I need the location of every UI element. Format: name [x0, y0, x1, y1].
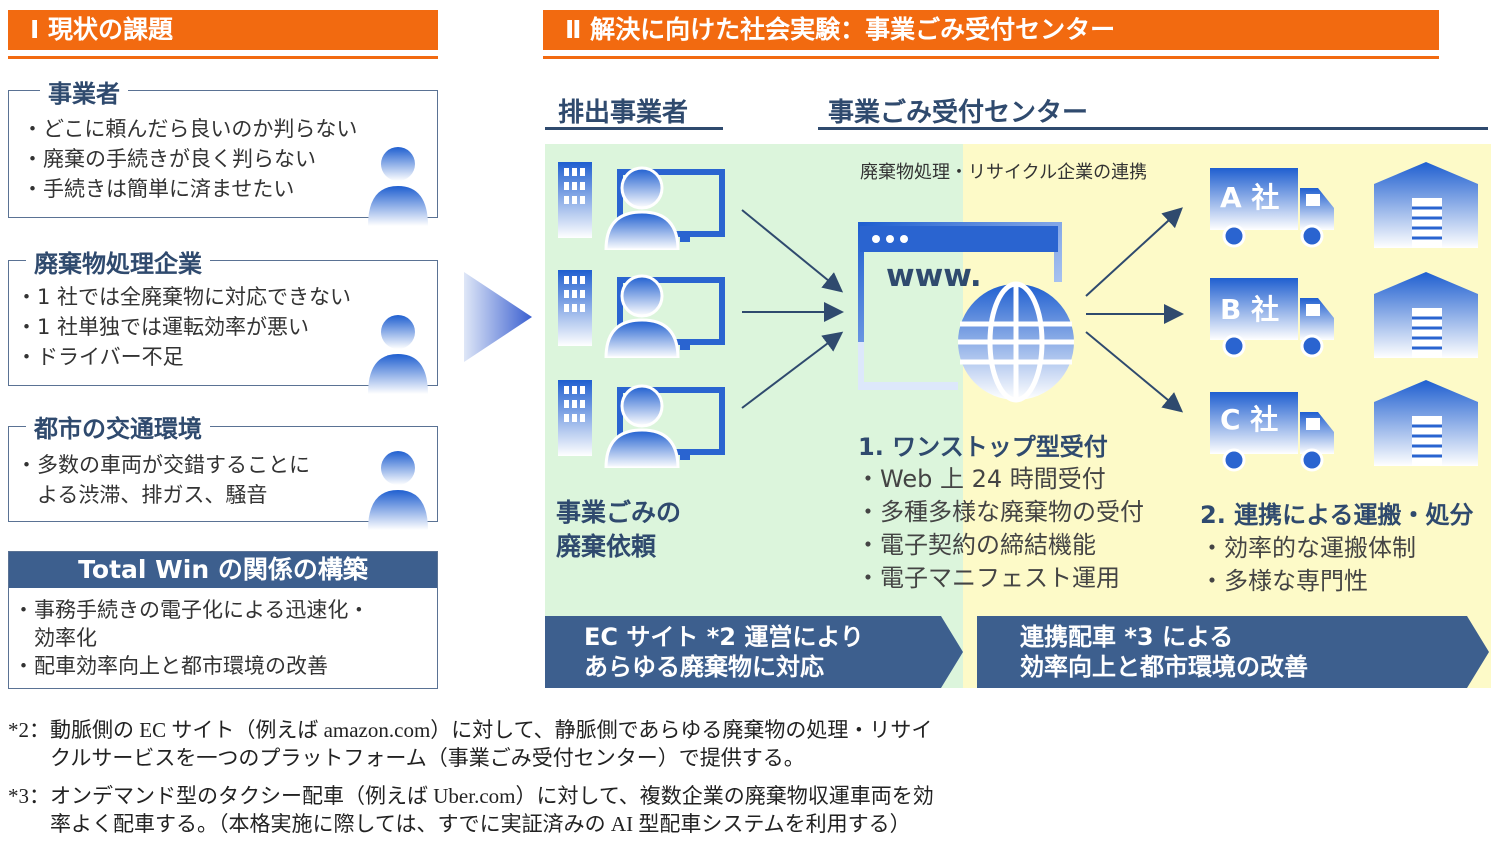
partnership-caption: 廃棄物処理・リサイクル企業の連携 — [860, 162, 1148, 183]
column-underline-center — [818, 127, 1488, 130]
web-browser-icon — [858, 222, 1062, 390]
column-underline-emitters — [545, 127, 723, 130]
function1-item: ・多種多様な廃棄物の受付 — [856, 498, 1144, 526]
flow-arrow-in — [741, 209, 844, 293]
truck-icon — [1210, 392, 1334, 472]
disposal-request-text: 事業ごみの 廃棄依頼 — [556, 496, 681, 564]
footnote-line: 率よく配車する。（本格実施に際しては、すでに実証済みの AI 型配車システムを利… — [8, 812, 911, 836]
banner-left-shape — [545, 616, 963, 688]
right-section-title: Ⅱ 解決に向けた社会実験：事業ごみ受付センター — [565, 15, 1116, 44]
issue-box-business — [8, 90, 438, 218]
issue-item: ・多数の車両が交錯することに — [16, 453, 310, 477]
business-emitter-icon — [558, 380, 725, 468]
banner-left-line: あらゆる廃棄物に対応 — [584, 653, 824, 681]
issue-item: よる渋滞、排ガス、騒音 — [16, 483, 268, 507]
function2-item: ・効率的な運搬体制 — [1200, 534, 1416, 562]
flow-arrow-out — [1085, 331, 1184, 413]
total-win-item: ・事務手続きの電子化による迅速化・ — [13, 598, 370, 622]
banner-right-line: 効率向上と都市環境の改善 — [1020, 653, 1308, 681]
function2-item: ・多様な専門性 — [1200, 567, 1368, 595]
total-win-box: Total Win の関係の構築 ・事務手続きの電子化による迅速化・ 効率化 ・… — [8, 551, 438, 689]
company-label-b: B 社 — [1220, 293, 1280, 326]
footnote-line: *2：動脈側の EC サイト（例えば amazon.com）に対して、静脈側であ… — [8, 718, 933, 742]
issue-title-traffic: 都市の交通環境 — [26, 414, 210, 444]
left-section-header: Ⅰ 現状の課題 — [8, 10, 438, 50]
banner-right-shape — [977, 616, 1489, 688]
flow-arrows — [741, 207, 1184, 413]
globe-icon — [958, 281, 1074, 403]
warehouse-icon — [1374, 380, 1478, 466]
issue-item: ・手続きは簡単に済ませたい — [22, 177, 295, 201]
function1-list: ・Web 上 24 時間受付 ・多種多様な廃棄物の受付 ・電子契約の締結機能 ・… — [856, 463, 1144, 595]
warehouse-icon — [1374, 162, 1478, 248]
truck-icon — [1210, 278, 1334, 358]
right-header-underline — [543, 56, 1439, 59]
right-section-header: Ⅱ 解決に向けた社会実験：事業ごみ受付センター — [543, 10, 1439, 50]
function1-item: ・電子マニフェスト運用 — [856, 564, 1120, 592]
issue-item: ・どこに頼んだら良いのか判らない — [22, 117, 358, 141]
total-win-item: ・配車効率向上と都市環境の改善 — [13, 654, 328, 678]
person-icon — [368, 315, 428, 394]
total-win-list: ・事務手続きの電子化による迅速化・ 効率化 ・配車効率向上と都市環境の改善 — [9, 588, 437, 680]
function1-item: ・Web 上 24 時間受付 — [856, 465, 1106, 493]
issue-list-business: ・どこに頼んだら良いのか判らない ・廃棄の手続きが良く判らない ・手続きは簡単に… — [22, 114, 357, 204]
disposal-request-line: 事業ごみの — [556, 498, 682, 527]
warehouse-icon — [1374, 272, 1478, 358]
function1-item: ・電子契約の締結機能 — [856, 531, 1096, 559]
company-label-c: C 社 — [1220, 403, 1279, 436]
issue-item: ・1 社では全廃棄物に対応できない — [16, 285, 352, 309]
left-section-title: Ⅰ 現状の課題 — [30, 15, 174, 44]
banner-left-text: EC サイト *2 運営により あらゆる廃棄物に対応 — [584, 622, 864, 682]
issue-list-traffic: ・多数の車両が交錯することに よる渋滞、排ガス、騒音 — [16, 450, 310, 510]
business-emitter-icon — [558, 270, 725, 358]
issue-box-waste-company — [8, 260, 438, 386]
banner-left-line: EC サイト *2 運営により — [584, 623, 864, 651]
www-label: www. — [886, 258, 982, 294]
banner-right-text: 連携配車 *3 による 効率向上と都市環境の改善 — [1020, 622, 1308, 682]
banner-right-line: 連携配車 *3 による — [1020, 623, 1234, 651]
issue-list-waste-company: ・1 社では全廃棄物に対応できない ・1 社単独では運転効率が悪い ・ドライバー… — [16, 282, 351, 372]
truck-icon — [1210, 168, 1334, 248]
person-icon — [368, 451, 428, 530]
person-icon — [368, 147, 428, 226]
flow-arrow-out — [1085, 207, 1183, 297]
footnote-3: *3：オンデマンド型のタクシー配車（例えば Uber.com）に対して、複数企業… — [8, 782, 934, 838]
flow-arrow-in — [741, 331, 844, 409]
footnote-line: クルサービスを一つのプラットフォーム（事業ごみ受付センター）で提供する。 — [8, 746, 805, 770]
issue-title-business: 事業者 — [40, 79, 128, 109]
disposal-request-line: 廃棄依頼 — [556, 532, 657, 561]
issue-title-waste-company: 廃棄物処理企業 — [26, 249, 210, 279]
column-label-center: 事業ごみ受付センター — [828, 98, 1089, 128]
issue-item: ・ドライバー不足 — [16, 345, 184, 369]
footnote-2: *2：動脈側の EC サイト（例えば amazon.com）に対して、静脈側であ… — [8, 716, 932, 772]
business-emitter-icon — [558, 162, 725, 250]
transition-arrow-icon — [464, 272, 532, 362]
issue-item: ・1 社単独では運転効率が悪い — [16, 315, 310, 339]
footnote-line: *3：オンデマンド型のタクシー配車（例えば Uber.com）に対して、複数企業… — [8, 784, 934, 808]
total-win-title: Total Win の関係の構築 — [9, 552, 437, 588]
column-label-emitters: 排出事業者 — [558, 98, 689, 128]
function2-list: ・効率的な運搬体制 ・多様な専門性 — [1200, 532, 1416, 598]
total-win-item: 効率化 — [13, 626, 97, 650]
function2-title: 2. 連携による運搬・処分 — [1200, 501, 1474, 529]
company-label-a: A 社 — [1220, 181, 1280, 214]
issue-item: ・廃棄の手続きが良く判らない — [22, 147, 316, 171]
left-header-underline — [8, 56, 438, 59]
function1-title: 1. ワンストップ型受付 — [858, 433, 1108, 461]
